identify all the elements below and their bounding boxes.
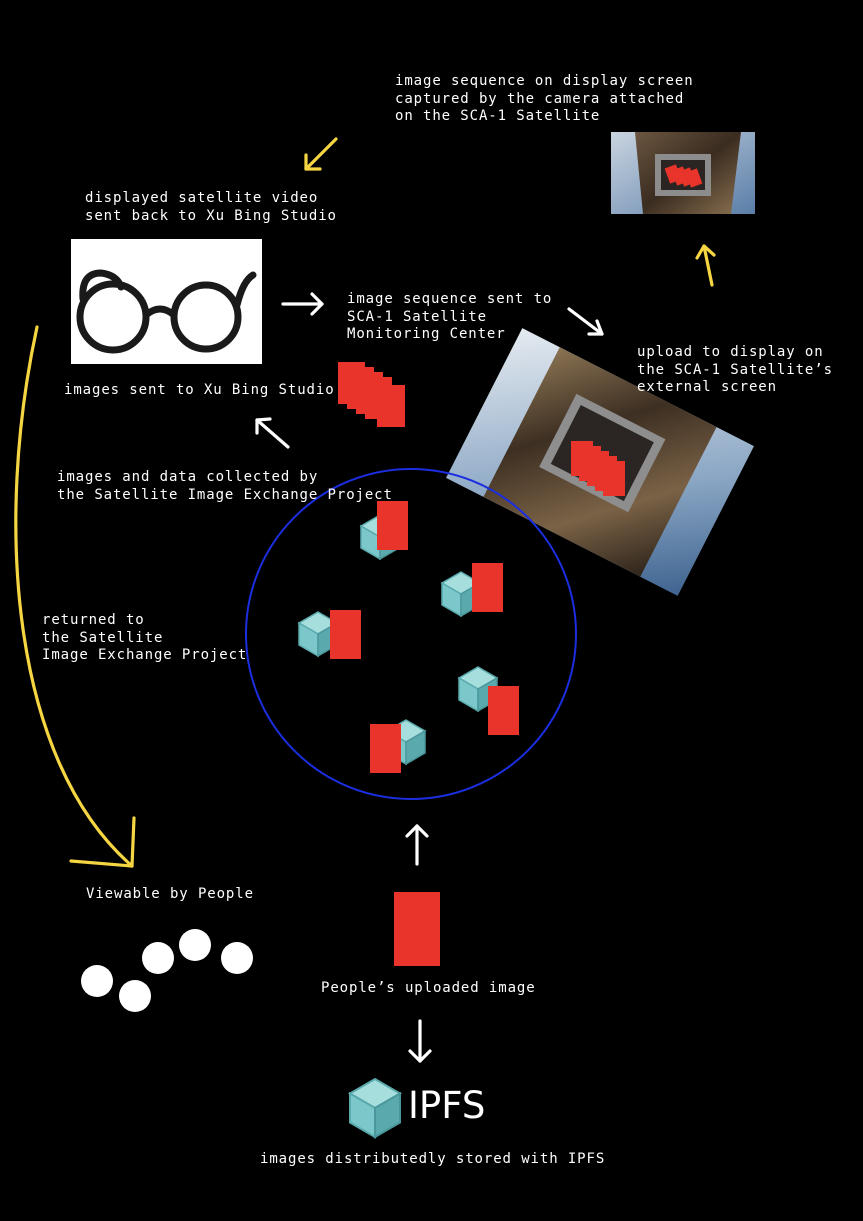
label-stored: images distributedly stored with IPFS [260,1151,606,1167]
exchange-project-circle [245,468,577,800]
label-images-to-studio: images sent to Xu Bing Studio [64,382,335,398]
yellow-arrow-to-video [304,137,338,171]
arrow-to-studio [255,417,290,449]
satellite-camera-photo [611,132,755,214]
label-camera-capture: image sequence on display screen capture… [395,73,694,124]
ipfs-logo-text: IPFS [408,1084,486,1127]
label-uploaded: People’s uploaded image [321,980,536,996]
uploaded-image-card [394,892,440,966]
arrow-upload-to-circle [405,824,429,866]
glasses-icon [76,269,257,354]
label-collected: images and data collected by the Satelli… [57,469,393,503]
satellite-external-screen-photo [446,328,754,596]
node-1 [360,501,408,560]
node-4 [458,666,519,735]
label-sent-to-monitoring: image sequence sent to SCA-1 Satellite M… [347,291,553,342]
label-returned: returned to the Satellite Image Exchange… [42,612,248,663]
viewer-dots [81,929,253,1012]
label-upload-display: upload to display on the SCA-1 Satellite… [637,344,833,395]
node-3 [298,610,361,659]
node-5 [370,719,426,773]
yellow-arrow-returned [14,325,136,868]
arrow-to-ipfs [408,1019,432,1063]
glasses-image [71,239,262,364]
node-2 [441,563,503,617]
label-video-sent-back: displayed satellite video sent back to X… [85,190,337,224]
image-sequence-stack [338,362,405,427]
arrow-to-upload-display [567,307,604,336]
label-viewable: Viewable by People [86,886,254,902]
ipfs-cube-icon [348,1077,402,1139]
arrow-to-monitoring [281,292,324,316]
yellow-arrow-to-camera [695,244,716,287]
